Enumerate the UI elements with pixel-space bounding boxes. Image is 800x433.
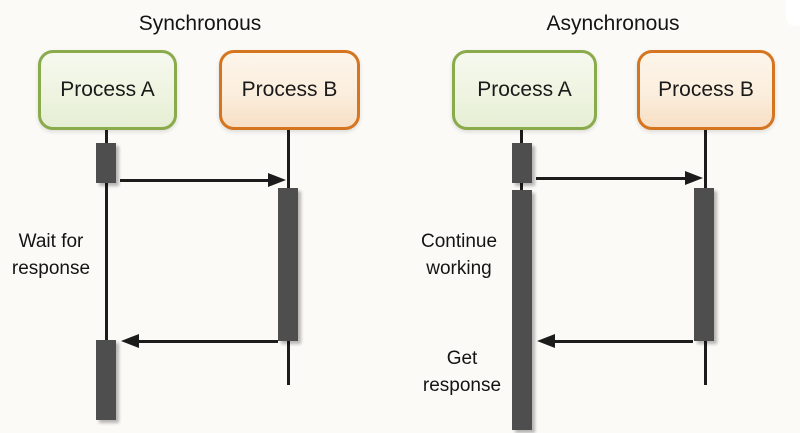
background-artifact xyxy=(786,0,800,26)
sync-process-a-label: Process A xyxy=(60,78,155,101)
async-title: Asynchronous xyxy=(546,12,680,35)
async-process-a-label: Process A xyxy=(477,78,572,101)
sync-request-arrow xyxy=(120,173,286,187)
arrow-head-left-icon xyxy=(121,334,139,348)
arrow-head-left-icon xyxy=(537,334,555,348)
arrow-head-right-icon xyxy=(685,171,703,185)
async-process-a-box: Process A xyxy=(452,50,597,130)
arrow-shaft xyxy=(136,340,278,343)
arrow-shaft xyxy=(120,179,271,182)
sync-process-a-activation-2 xyxy=(96,340,116,420)
async-process-a-activation-1 xyxy=(512,143,532,183)
sync-process-b-label: Process B xyxy=(241,78,338,101)
async-response-arrow xyxy=(537,334,693,348)
async-request-arrow xyxy=(536,171,703,185)
sync-process-a-box: Process A xyxy=(38,50,177,130)
async-process-b-label: Process B xyxy=(658,78,754,101)
arrow-shaft xyxy=(536,177,688,180)
sync-process-b-box: Process B xyxy=(219,50,360,130)
async-get-response-annotation: Get response xyxy=(422,348,502,396)
async-process-b-box: Process B xyxy=(637,50,775,130)
sync-title: Synchronous xyxy=(138,12,262,35)
async-process-a-activation-2 xyxy=(512,190,532,430)
sync-response-arrow xyxy=(121,334,278,348)
async-process-b-activation xyxy=(694,188,714,341)
sync-process-a-activation-1 xyxy=(96,143,116,183)
sync-process-a-lifeline xyxy=(105,128,108,420)
arrow-shaft xyxy=(552,340,693,343)
async-continue-annotation: Continue working xyxy=(420,231,498,279)
sync-process-b-activation xyxy=(278,188,298,341)
sync-wait-annotation: Wait for response xyxy=(11,231,91,279)
arrow-head-right-icon xyxy=(268,173,286,187)
